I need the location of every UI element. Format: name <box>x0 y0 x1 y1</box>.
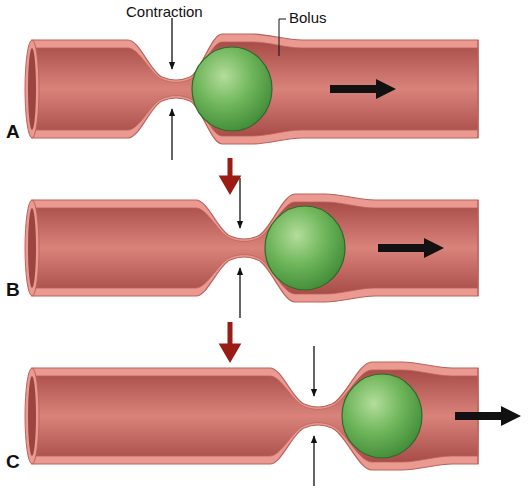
contraction-arrow <box>171 18 172 69</box>
step-arrow <box>223 322 237 358</box>
step-arrow <box>223 158 237 190</box>
leader-line <box>279 19 286 56</box>
panel-letter: A <box>6 122 20 143</box>
esophagus-tube <box>25 346 521 486</box>
contraction-arrow <box>239 178 240 228</box>
esophagus-tube <box>25 178 478 318</box>
part-label: Contraction <box>126 4 203 21</box>
direction-arrow <box>378 238 444 258</box>
part-label: Bolus <box>289 10 327 27</box>
direction-arrow <box>330 79 396 99</box>
bolus <box>342 374 422 458</box>
contraction-arrow <box>313 346 314 396</box>
panel-letter: B <box>6 280 20 301</box>
bolus <box>265 206 345 290</box>
contraction-arrow <box>313 436 314 486</box>
bolus <box>192 47 272 131</box>
direction-arrow <box>455 406 521 426</box>
esophagus-tube <box>25 18 478 160</box>
contraction-arrow <box>171 109 172 160</box>
panel-letter: C <box>6 452 20 473</box>
contraction-arrow <box>239 268 240 318</box>
